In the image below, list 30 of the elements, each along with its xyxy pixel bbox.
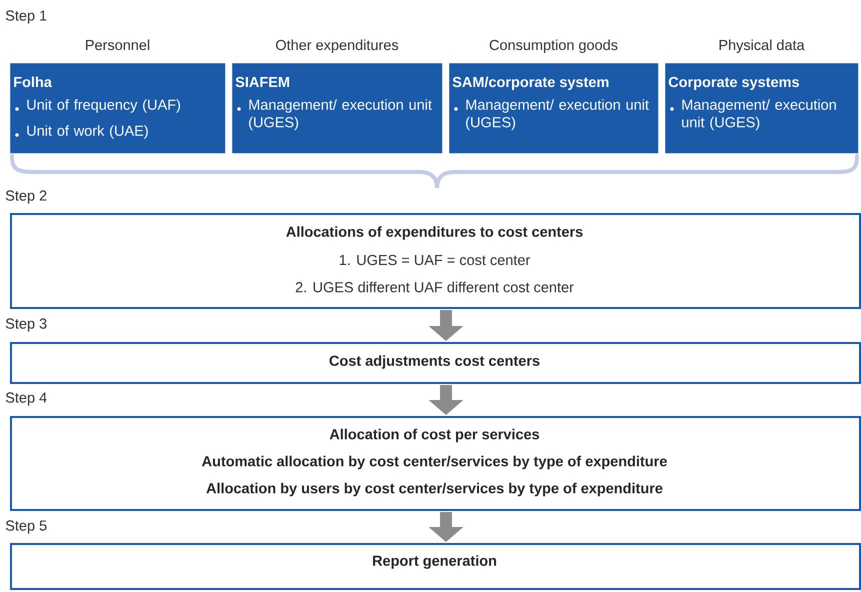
- column-heading: Other expenditures: [276, 40, 398, 54]
- step-label: Step 5: [6, 520, 46, 534]
- column-heading: Personnel: [86, 40, 150, 50]
- step-heading: Allocation of cost per services: [330, 428, 540, 442]
- step-label: Step 1: [6, 10, 46, 24]
- box-title: SAM/corporate system: [452, 76, 608, 90]
- step-text: 1. UGES = UAF = cost center: [340, 254, 530, 266]
- step-box: [10, 543, 861, 590]
- step-heading: Cost adjustments cost centers: [330, 355, 540, 369]
- step-box: [10, 213, 861, 309]
- step-box: [10, 342, 861, 384]
- step-heading: Report generation: [373, 555, 496, 569]
- bullet-text: Unit of frequency (UAF): [27, 99, 180, 113]
- bullet-text: Unit of work (UAE): [27, 125, 148, 139]
- step-text: Automatic allocation by cost center/services by type of expenditure: [202, 456, 667, 470]
- bullet-text: Management/ execution unit (UGES): [249, 99, 432, 130]
- step-text: Allocation by users by cost center/services by type of expenditure: [206, 482, 662, 496]
- step-heading: Allocations of expenditures to cost centers: [286, 226, 583, 240]
- step-label: Step 3: [6, 318, 46, 332]
- bullet-text: Management/ execution unit (UGES): [466, 99, 649, 130]
- column-heading: Physical data: [720, 40, 805, 54]
- step-box: [10, 416, 861, 511]
- bullet-text: Management/ execution unit (UGES): [682, 99, 836, 130]
- column-heading: Consumption goods: [490, 40, 618, 54]
- step-text: 2. UGES different UAF different cost center: [296, 282, 574, 292]
- box-title: Corporate systems: [668, 76, 799, 90]
- step-label: Step 4: [6, 392, 47, 406]
- box-title: Folha: [14, 76, 52, 88]
- box-title: SIAFEM: [236, 76, 290, 88]
- step-label: Step 2: [6, 190, 46, 204]
